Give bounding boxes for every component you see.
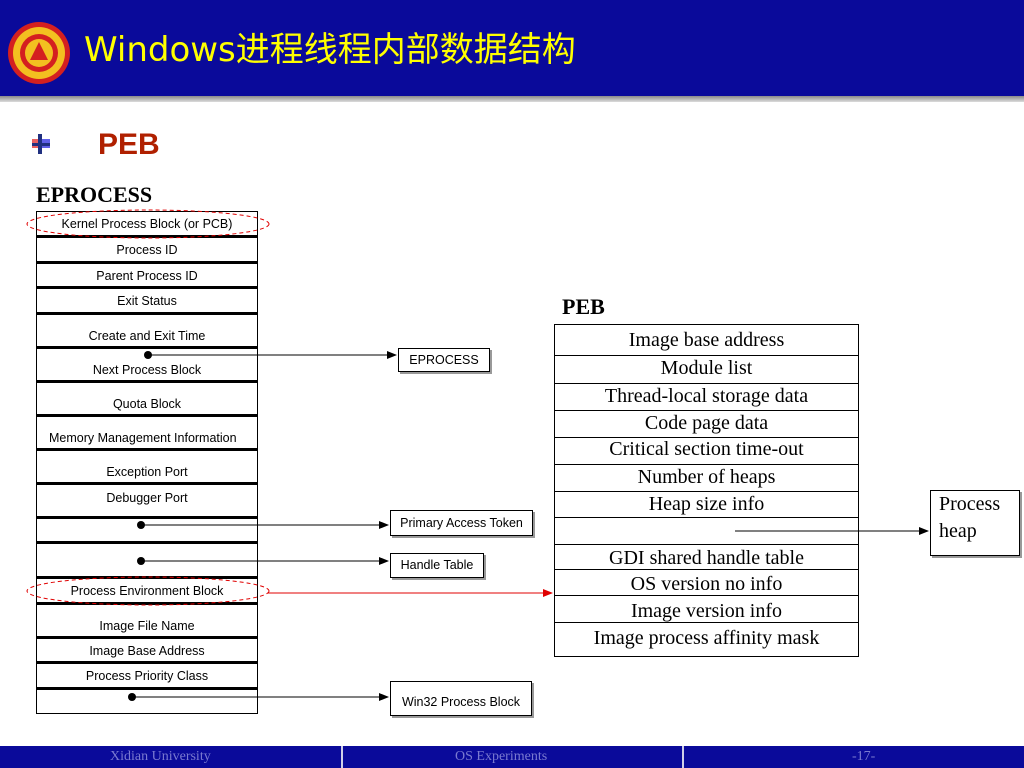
eprocess-field-peb: Process Environment Block	[36, 578, 258, 604]
bullet-icon	[32, 134, 50, 154]
slide-header: Windows进程线程内部数据结构	[0, 0, 1024, 96]
footer-divider-2	[682, 746, 684, 768]
peb-row-image-base-address: Image base address	[555, 325, 858, 356]
eprocess-field-pcb: Kernel Process Block (or PCB)	[36, 211, 258, 237]
eprocess-field-process-id: Process ID	[36, 237, 258, 263]
peb-row-image-version-info: Image version info	[555, 596, 858, 623]
peb-highlight-ellipse	[26, 576, 270, 606]
eprocess-field-exception-port: Exception Port	[36, 450, 258, 484]
process-heap-box: Process heap	[930, 490, 1020, 556]
header-divider	[0, 96, 1024, 102]
footer-page-number: -17-	[852, 749, 876, 764]
peb-row-critical-section-timeout: Critical section time-out	[555, 438, 858, 465]
peb-row-process-heap-pointer	[555, 518, 858, 545]
peb-row-tls-data: Thread-local storage data	[555, 384, 858, 411]
eprocess-field-access-token-pointer	[36, 518, 258, 543]
target-eprocess-box: EPROCESS	[398, 348, 490, 372]
peb-row-os-version-info: OS version no info	[555, 570, 858, 596]
peb-label: PEB	[562, 294, 605, 319]
peb-table: Image base address Module list Thread-lo…	[554, 324, 859, 657]
slide-footer: Xidian University OS Experiments -17-	[0, 746, 1024, 768]
peb-row-module-list: Module list	[555, 356, 858, 384]
eprocess-field-exit-status: Exit Status	[36, 288, 258, 314]
peb-row-code-page-data: Code page data	[555, 411, 858, 438]
slide-subtitle: PEB	[98, 128, 160, 161]
eprocess-field-quota-block: Quota Block	[36, 382, 258, 416]
eprocess-field-win32-pointer	[36, 689, 258, 714]
eprocess-field-debugger-port: Debugger Port	[36, 484, 258, 518]
target-handle-table-box: Handle Table	[390, 553, 484, 578]
process-heap-label-line1: Process	[939, 493, 1001, 515]
slide-title: Windows进程线程内部数据结构	[84, 30, 576, 70]
target-primary-access-token-box: Primary Access Token	[390, 510, 533, 536]
process-heap-label-line2: heap	[939, 520, 977, 542]
peb-row-image-affinity-mask: Image process affinity mask	[593, 627, 820, 649]
peb-row-gdi-shared-handle-table: GDI shared handle table	[555, 545, 858, 570]
footer-left: Xidian University	[110, 749, 211, 764]
university-seal-logo	[8, 22, 70, 84]
pcb-highlight-ellipse	[26, 209, 270, 239]
eprocess-field-memory-management: Memory Management Information	[36, 416, 258, 450]
target-win32-process-block-box: Win32 Process Block	[390, 681, 532, 716]
eprocess-field-priority-class: Process Priority Class	[36, 663, 258, 689]
eprocess-field-parent-process-id: Parent Process ID	[36, 263, 258, 288]
footer-center: OS Experiments	[455, 749, 548, 764]
peb-row-number-of-heaps: Number of heaps	[555, 465, 858, 492]
eprocess-field-image-file-name: Image File Name	[36, 604, 258, 638]
eprocess-field-image-base-address: Image Base Address	[36, 638, 258, 663]
peb-row-heap-size-info: Heap size info	[555, 492, 858, 518]
footer-divider-1	[341, 746, 343, 768]
eprocess-label: EPROCESS	[36, 182, 153, 207]
eprocess-field-create-exit-time: Create and Exit Time	[36, 314, 258, 348]
